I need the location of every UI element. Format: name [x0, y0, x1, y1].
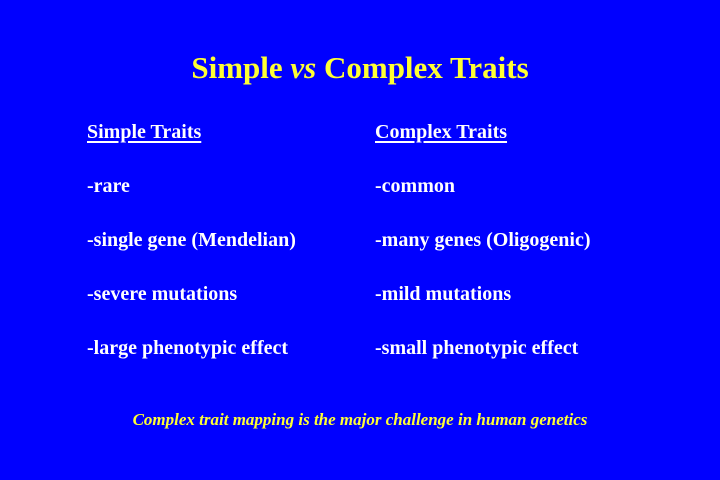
title-vs: vs [290, 50, 317, 85]
simple-trait-item: -large phenotypic effect [87, 337, 289, 359]
simple-trait-item: -single gene (Mendelian) [87, 229, 296, 251]
simple-traits-heading: Simple Traits [87, 121, 202, 143]
simple-traits-column: Simple Traits -rare -single gene (Mendel… [87, 118, 296, 388]
complex-trait-item: -common [375, 175, 455, 197]
complex-traits-column: Complex Traits -common -many genes (Olig… [375, 118, 591, 388]
complex-trait-item: -mild mutations [375, 283, 512, 305]
complex-traits-heading: Complex Traits [375, 121, 508, 143]
simple-trait-item: -severe mutations [87, 283, 238, 305]
title-simple: Simple [191, 50, 291, 85]
simple-trait-item: -rare [87, 175, 130, 197]
complex-trait-item: -small phenotypic effect [375, 337, 579, 359]
slide-title: Simple vs Complex Traits [0, 48, 720, 88]
complex-trait-item: -many genes (Oligogenic) [375, 229, 591, 251]
slide-footer-note: Complex trait mapping is the major chall… [132, 410, 588, 429]
title-complex-traits: Complex Traits [316, 50, 529, 85]
